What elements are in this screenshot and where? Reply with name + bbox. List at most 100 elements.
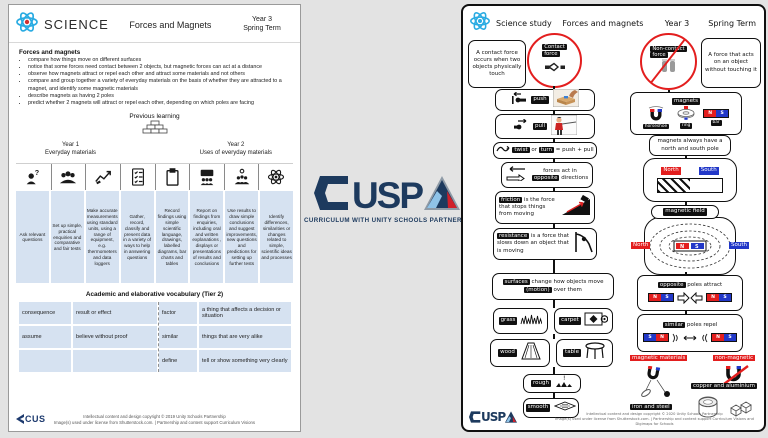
slide-icon [573,231,593,256]
science-atom-icon [15,10,39,39]
pull-photo [550,114,578,138]
cubes-icon [729,400,753,424]
right-page-footer: Intellectual content and design copyrigh… [553,412,756,427]
poles-statement: magnets always have a north and south po… [657,138,723,152]
pull-icon [513,118,529,134]
ring-label: ring [679,123,693,129]
objectives-heading: Forces and magnets [19,49,81,56]
table-label: table [563,349,581,357]
connector [685,156,687,158]
wood-label: wood [498,349,517,357]
vocab-divider [158,302,159,373]
cusp-logo-row: USP [304,176,470,215]
magnetic-field-label: magnetic field [663,208,707,216]
friction-box: friction is the force that stops things … [495,191,595,224]
objective-item: compare how things move on different sur… [28,57,290,64]
connector [685,202,687,205]
carpet-label: carpet [559,317,581,325]
vocab-def: result or effect [73,302,157,325]
cusp-tagline: CURRICULUM WITH UNITY SCHOOLS PARTNERSHI… [304,217,478,224]
north-south-box: North South [643,158,737,202]
left-page-footer: Intellectual content and design copyrigh… [9,414,300,426]
cus-logo-text: CUS [25,414,46,424]
vocab-def: tell or show something very clearly [199,350,291,373]
skill-cell: Gather, record, classify and present dat… [120,191,154,284]
attract-arrows-icon [677,291,703,304]
skill-cell: Make accurate measurements using standar… [85,191,119,284]
study-term: Spring Term [708,18,756,28]
handshake-icon [544,58,565,77]
field-south-label: South [729,242,749,250]
year1-block: Year 1 Everyday materials [45,142,96,158]
carpet-box: carpet [554,308,613,334]
ramp-icon [561,194,591,220]
connector [553,260,555,273]
copyright-line: Intellectual content and design copyrigh… [83,413,226,419]
science-atom-icon [469,10,491,36]
connector [553,139,555,142]
attract-text: poles attract [685,282,723,289]
connector [553,111,555,114]
magnet-attracting-icon [641,365,679,406]
copyright-line: Intellectual content and design copyrigh… [586,411,723,416]
iron-steel-label: iron and steel [630,404,672,410]
skills-icon-row: ? [16,164,293,191]
connector [553,86,555,90]
north-label: North [661,167,681,175]
license-line: Image(s) used under license from Shutter… [555,416,754,426]
magnets-label: magnets [671,97,701,105]
contact-definition-text: A contact force occurs when two objects … [472,49,522,78]
vocab-title: Academic and elaborative vocabulary (Tie… [85,291,224,299]
accurate-measurements-icon [85,164,120,191]
license-line: Image(s) used under license from Shutter… [53,419,256,425]
skill-cell: Ask relevant questions [16,191,49,284]
ring-magnet-icon [676,106,696,123]
vocab-term: assume [19,326,71,349]
opposite-arrows-icon [505,165,527,184]
field-label-box: magnetic field [651,205,719,219]
skill-cell: Use results to draw simple conclusions a… [225,191,259,284]
copper-aluminium-label: copper and aluminium [691,383,757,389]
right-page-header: Science study Forces and magnets Year 3 … [463,6,764,38]
year-term: Year 3 Spring Term [232,16,292,34]
objectives-section: Forces and magnets compare how things mo… [9,43,300,107]
noncontact-label: Non-contact [650,45,687,52]
year2-block: Year 2 Uses of everyday materials [200,142,272,158]
vocab-term: factor [159,302,197,325]
objective-item: predict whether 2 magnets will attract o… [28,100,290,107]
grass-icon [520,313,543,328]
vocab-def: a thing that affects a decision or situa… [199,302,291,325]
friction-text: is the force that stops things from movi… [499,196,555,218]
nonmagnetic-label: non-magnetic [713,355,756,361]
connector [553,188,555,191]
study-year: Year 3 [664,18,690,28]
rough-label: rough [531,379,551,388]
vibration-icon [702,333,708,342]
cylinder-icon [695,396,721,424]
push-box: push [495,89,595,111]
noncontact-label2: force [650,52,668,58]
year2-topic: Uses of everyday materials [199,149,272,156]
term-label: Spring Term [243,24,281,32]
field-north-label: North [631,242,651,250]
push-icon [511,92,527,107]
crossed-magnet-icon [717,364,751,394]
connector [553,334,555,339]
year1-label: Year 1 [61,141,80,148]
right-page: Science study Forces and magnets Year 3 … [461,4,766,432]
vocab-def [73,350,157,373]
rough-box: rough ! [523,374,581,393]
report-findings-icon [189,164,224,191]
vocab-def: things that are very alike [199,326,291,349]
connector [553,393,555,398]
bricks-icon [9,120,300,140]
cusp-footer-word: USP [481,410,506,424]
smooth-box: smooth [523,398,579,418]
year2-label: Year 2 [227,141,245,148]
skill-cell: Record findings using simple scientific … [155,191,189,284]
cusp-word: USP [351,175,424,216]
